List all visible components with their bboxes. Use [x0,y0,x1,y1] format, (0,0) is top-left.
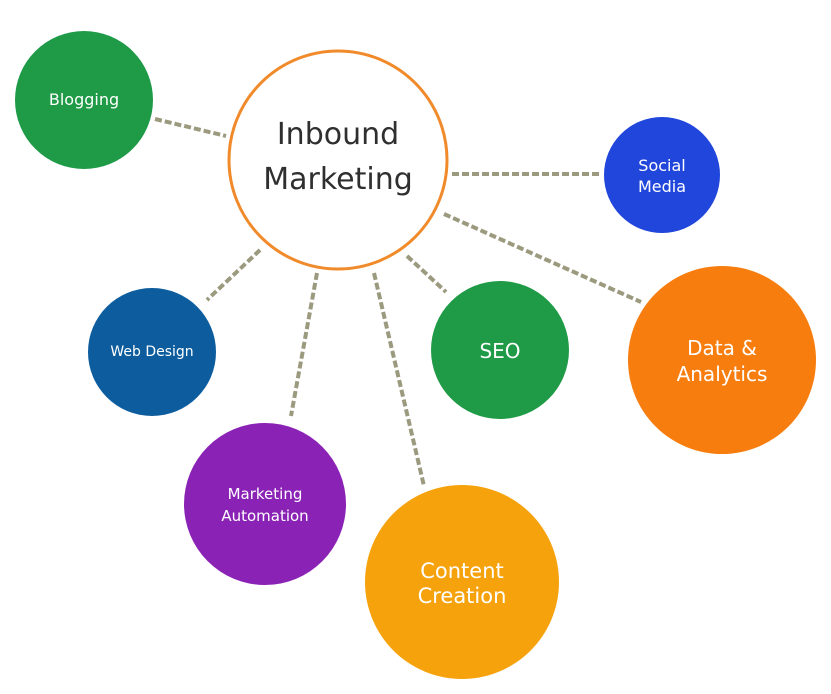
seo-circle [431,281,569,419]
social-media-label-line-1: Social [638,156,685,175]
social-media-circle [604,117,720,233]
hub-label-line-1: Inbound [277,117,399,152]
node-web-design: Web Design [88,288,216,416]
content-creation-label-line-2: Creation [418,584,507,608]
connector-seo [405,254,448,294]
content-creation-label-line-1: Content [420,559,504,583]
web-design-circle [88,288,216,416]
connector-data-analytics [443,212,642,304]
seo-label: SEO [479,339,520,363]
node-blogging: Blogging [15,31,153,169]
connector-content-creation [372,272,426,487]
hub-node: Inbound Marketing [227,49,449,271]
node-marketing-automation: Marketing Automation [184,423,346,585]
node-social-media: Social Media [604,117,720,233]
web-design-label: Web Design [110,344,193,360]
connectors [154,117,642,487]
connector-web-design [205,248,262,302]
content-creation-circle [365,485,559,679]
marketing-automation-circle [184,423,346,585]
data-analytics-label-line-1: Data & [687,336,757,360]
blogging-circle [15,31,153,169]
data-analytics-label-line-2: Analytics [677,362,768,386]
connector-blogging [154,117,227,138]
social-media-label-line-2: Media [638,177,686,196]
data-analytics-circle [628,266,816,454]
marketing-automation-label-line-1: Marketing [228,485,303,503]
hub-circle [227,49,449,271]
connector-marketing-automation [289,272,319,417]
marketing-automation-label-line-2: Automation [221,507,308,525]
node-seo: SEO [431,281,569,419]
blogging-label: Blogging [49,90,119,109]
node-content-creation: Content Creation [365,485,559,679]
node-data-analytics: Data & Analytics [628,266,816,454]
hub-label-line-2: Marketing [263,162,413,197]
